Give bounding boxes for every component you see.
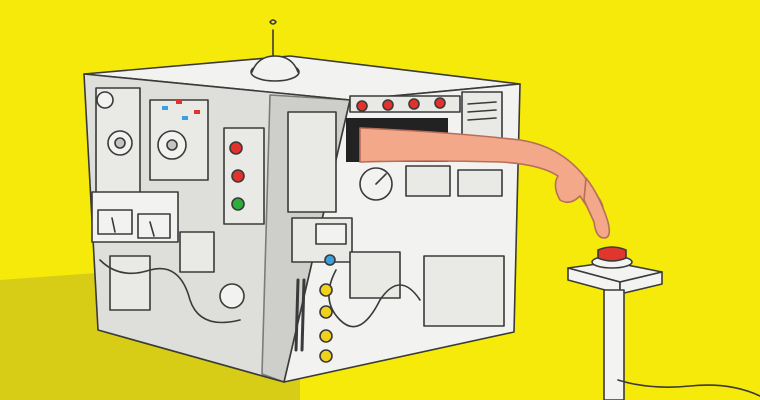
lower-knob: [219, 283, 245, 309]
red-button-icon[interactable]: [597, 246, 627, 262]
pedestal-cable: [617, 379, 760, 397]
gauge-needle: [375, 173, 387, 185]
top-led-4: [356, 100, 368, 112]
connector-box: [349, 251, 401, 299]
lower-box: [109, 255, 151, 311]
small-led-blue-1: [162, 106, 168, 110]
arm-icon: [359, 127, 611, 239]
slot-panel: [287, 111, 337, 213]
led-icon-red-1: [229, 141, 243, 155]
keypad: [405, 165, 451, 197]
meter-right: [137, 213, 171, 239]
wire-icon-left: [99, 259, 241, 324]
reel-center: [166, 139, 178, 151]
meter-needles: [111, 217, 155, 237]
mid-screen: [315, 223, 347, 245]
switch-plate: [457, 169, 503, 197]
top-led-1: [382, 99, 394, 111]
pedestal-icon: [567, 261, 760, 400]
side-plate-lines: [467, 101, 497, 121]
led-icon-blue: [324, 254, 336, 266]
right-panel-top: [349, 95, 461, 113]
led-icon-yellow-1: [319, 283, 333, 297]
top-led-3: [434, 97, 446, 109]
led-icon-red-2: [231, 169, 245, 183]
big-panel: [423, 255, 505, 327]
small-led-red-2: [194, 110, 200, 114]
dial-center: [114, 137, 126, 149]
pedestal-pole: [603, 289, 625, 400]
top-led-2: [408, 98, 420, 110]
dome-cap: [251, 55, 299, 73]
led-icon-green: [231, 197, 245, 211]
small-led-blue-2: [182, 116, 188, 120]
gauge-icon: [96, 91, 114, 109]
led-icon-yellow-3: [319, 329, 333, 343]
antenna-icon: [269, 19, 277, 61]
handle-icon: [294, 278, 306, 352]
finger-icon: [583, 177, 611, 239]
led-icon-yellow-2: [319, 305, 333, 319]
wire-icon-right: [328, 269, 421, 328]
small-led-red-1: [176, 100, 182, 104]
lower-panel: [179, 231, 215, 273]
led-icon-yellow-4: [319, 349, 333, 363]
